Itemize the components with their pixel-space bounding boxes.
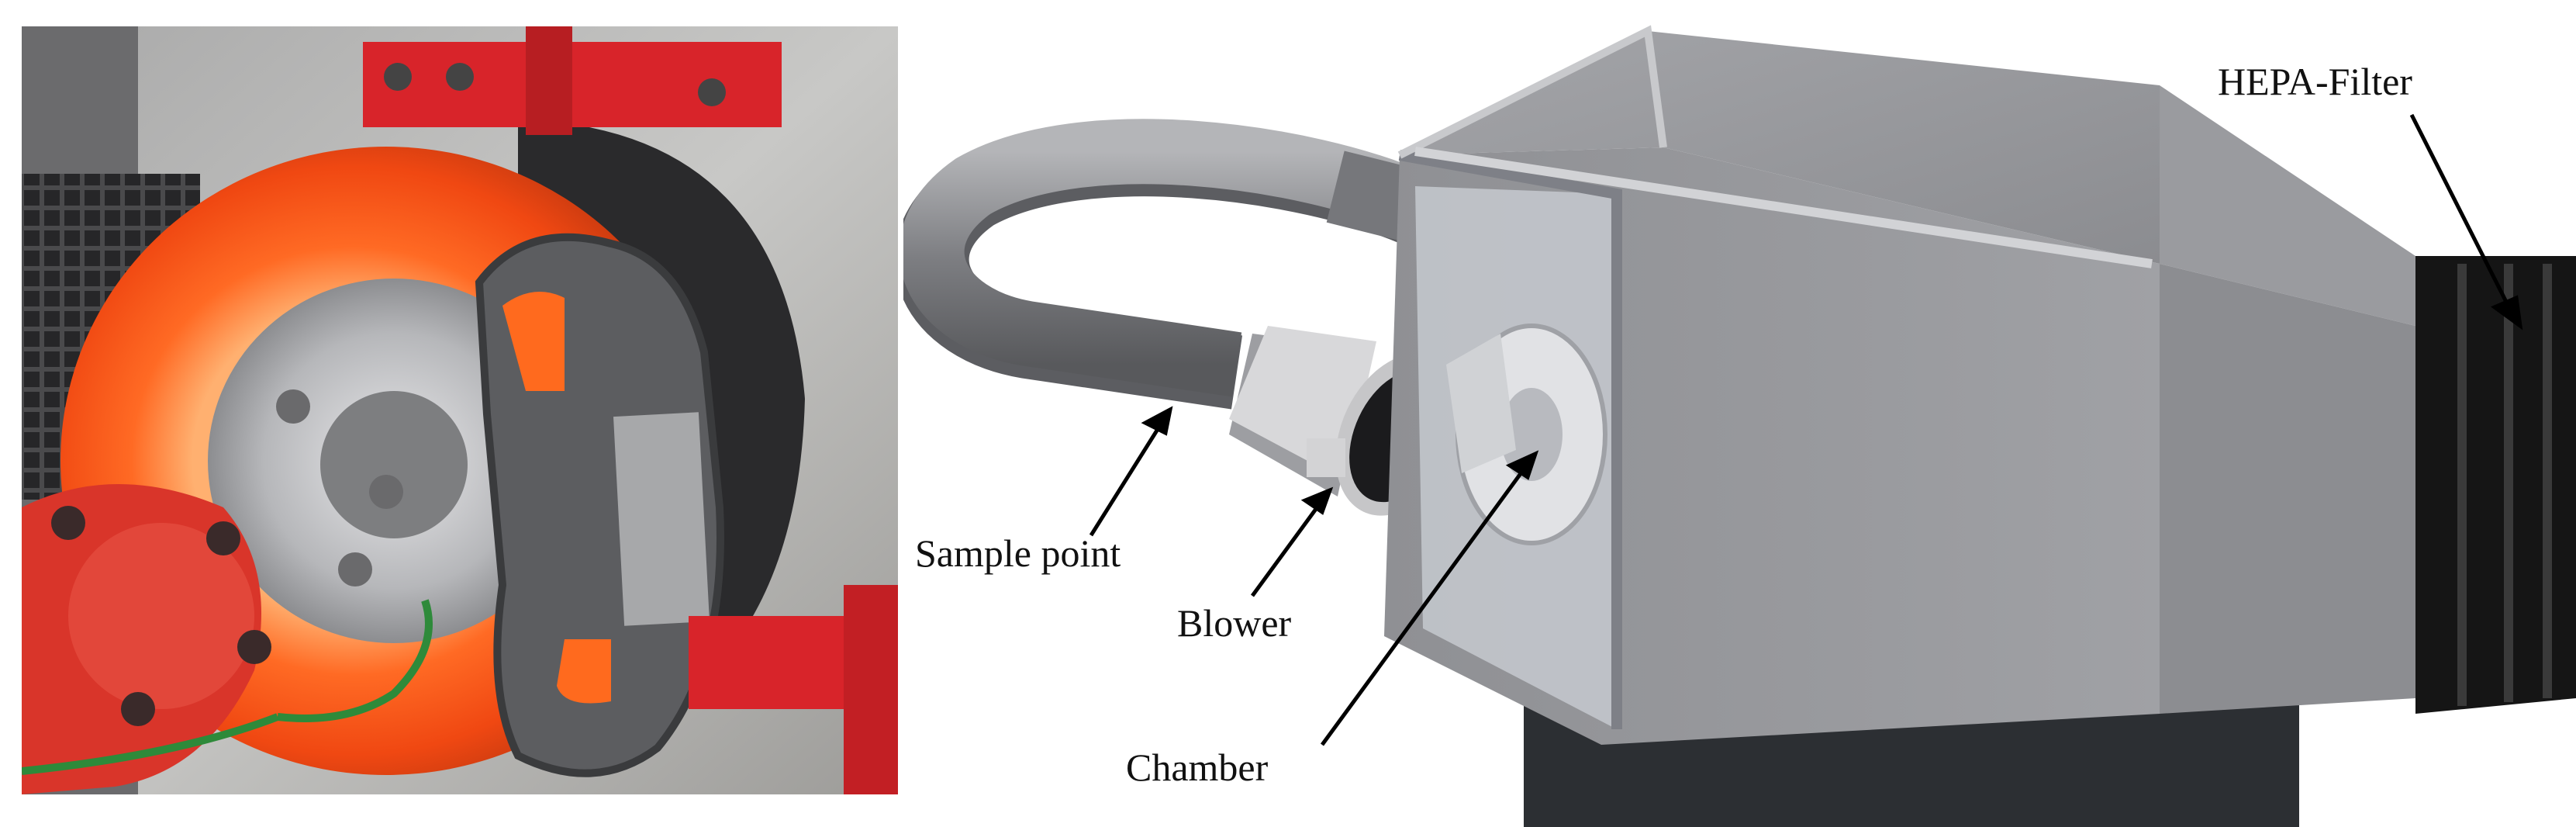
enclosure-cad-rendering <box>903 0 2576 827</box>
wheel-stud <box>369 475 403 509</box>
flange-bolt <box>237 630 271 664</box>
flange-bolt <box>121 692 155 726</box>
sample-tube <box>903 119 1428 397</box>
caliper-glow-window <box>557 639 611 704</box>
chamber-top <box>1400 31 2160 264</box>
flange-bolt <box>51 506 85 540</box>
inner-disc-hub <box>1500 388 1563 481</box>
wheel-stud <box>338 552 372 587</box>
hepa-arrow-line <box>2409 113 2511 308</box>
bracket-bolt <box>446 63 474 91</box>
sample-arrowhead <box>1141 406 1173 436</box>
bracket-bolt <box>698 78 726 106</box>
blower-label: Blower <box>1177 601 1292 645</box>
hub-center <box>320 391 468 538</box>
caliper-glow-window <box>502 292 565 391</box>
blower-arrow-line <box>1250 504 1321 597</box>
support-post <box>844 585 898 794</box>
bracket-bolt <box>384 63 412 91</box>
sample-arrow-line <box>1089 425 1162 537</box>
blower-arrowhead <box>1300 486 1334 515</box>
filter-duct-side <box>2160 264 2415 714</box>
brake-dyno-photo <box>22 26 898 794</box>
thermocouple-wire <box>277 599 433 722</box>
inner-caliper <box>1446 334 1516 473</box>
hepa-arrowhead <box>2490 295 2523 330</box>
top-rail <box>1397 25 1667 159</box>
flange-face <box>68 523 254 709</box>
filter-duct-top <box>2160 85 2415 326</box>
bracket-post <box>526 26 572 135</box>
enclosure-cad-illustration <box>903 25 2576 827</box>
chamber-label: Chamber <box>1126 746 1269 789</box>
front-rail <box>1414 147 2153 268</box>
flange-bolt <box>206 521 240 555</box>
window-frame <box>1398 150 1622 729</box>
wheel-stud <box>276 389 310 424</box>
chamber-arrowhead <box>1505 450 1539 480</box>
sample-point-label: Sample point <box>915 531 1121 575</box>
callout-arrows <box>1089 113 2523 746</box>
hepa-filter <box>2415 256 2576 714</box>
brake-dyno-illustration <box>22 26 898 794</box>
caliper-label-plate <box>613 412 710 626</box>
hepa-filter-label: HEPA-Filter <box>2218 60 2412 103</box>
thermocouple-wire <box>22 713 279 775</box>
chamber-arrow-line <box>1320 468 1526 746</box>
